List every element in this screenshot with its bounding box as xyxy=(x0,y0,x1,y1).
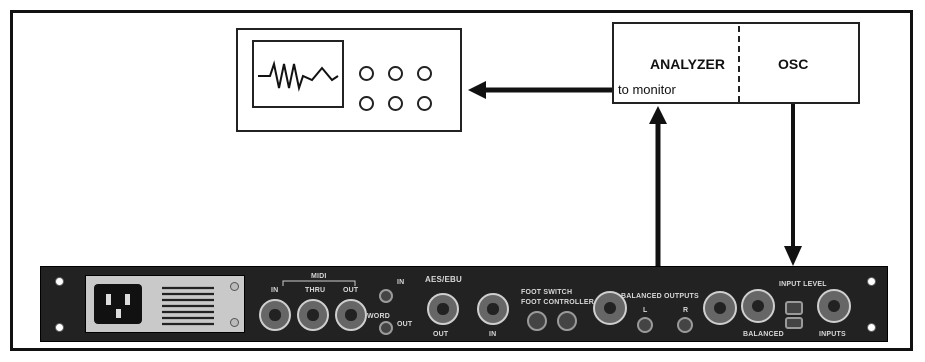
input-level-switch xyxy=(785,317,803,329)
output-left-trs xyxy=(637,317,653,333)
osc-label: OSC xyxy=(778,56,809,72)
input-level-switch xyxy=(785,301,803,315)
midi-in-port xyxy=(259,299,291,331)
output-r-label: R xyxy=(683,307,689,314)
power-pin xyxy=(116,309,121,318)
midi-in-label: IN xyxy=(271,287,279,294)
word-out-label: OUT xyxy=(397,321,413,328)
rack-unit-rear-panel: MIDI IN THRU OUT WORD IN OUT AES/EBU OUT… xyxy=(40,266,888,342)
output-l-label: L xyxy=(643,307,648,314)
rack-ear-hole xyxy=(55,323,64,332)
arrow-analyzer-to-monitor xyxy=(468,81,612,99)
power-pin xyxy=(125,294,130,305)
footswitch-jack xyxy=(527,311,547,331)
arrow-outputs-to-analyzer xyxy=(649,106,667,268)
aes-out-xlr xyxy=(427,293,459,325)
aes-in-xlr xyxy=(477,293,509,325)
word-in-jack xyxy=(379,289,393,303)
midi-out-port xyxy=(335,299,367,331)
balanced-label: BALANCED xyxy=(743,331,784,338)
analyzer-osc-unit: ANALYZER to monitor OSC xyxy=(612,22,860,104)
rack-ear-hole xyxy=(867,277,876,286)
to-monitor-label: to monitor xyxy=(618,82,676,97)
word-out-jack xyxy=(379,321,393,335)
monitor-screen xyxy=(252,40,344,108)
panel-screw xyxy=(230,318,239,327)
inputs-label: INPUTS xyxy=(819,331,846,338)
aes-in-label: IN xyxy=(489,331,497,338)
knob xyxy=(388,96,403,111)
aes-out-label: OUT xyxy=(433,331,449,338)
footcontroller-label: FOOT CONTROLLER xyxy=(521,299,594,306)
rack-ear-hole xyxy=(867,323,876,332)
midi-thru-label: THRU xyxy=(305,287,326,294)
midi-label: MIDI xyxy=(309,273,329,280)
knob xyxy=(359,96,374,111)
word-label: WORD xyxy=(367,313,390,320)
aesebu-label: AES/EBU xyxy=(425,275,462,284)
arrow-osc-to-inputs xyxy=(784,104,802,266)
knob xyxy=(417,96,432,111)
analyzer-label: ANALYZER xyxy=(650,56,725,72)
knob xyxy=(417,66,432,81)
waveform-icon xyxy=(258,60,339,92)
midi-thru-port xyxy=(297,299,329,331)
input-right-xlr xyxy=(817,289,851,323)
midi-out-label: OUT xyxy=(343,287,359,294)
output-right-xlr xyxy=(703,291,737,325)
vent-grille xyxy=(162,286,214,326)
balanced-outputs-label: BALANCED OUTPUTS xyxy=(621,293,699,300)
rack-ear-hole xyxy=(55,277,64,286)
word-in-label: IN xyxy=(397,279,405,286)
panel-screw xyxy=(230,282,239,291)
dashed-divider xyxy=(738,26,740,102)
input-level-label: INPUT LEVEL xyxy=(779,281,827,288)
power-inlet xyxy=(94,284,142,324)
midi-bracket xyxy=(282,280,356,286)
output-right-trs xyxy=(677,317,693,333)
power-panel xyxy=(85,275,245,333)
footcontroller-jack xyxy=(557,311,577,331)
monitor xyxy=(236,28,462,132)
footswitch-label: FOOT SWITCH xyxy=(521,289,573,296)
knob xyxy=(359,66,374,81)
power-pin xyxy=(106,294,111,305)
knob xyxy=(388,66,403,81)
output-left-xlr xyxy=(593,291,627,325)
input-left-xlr xyxy=(741,289,775,323)
